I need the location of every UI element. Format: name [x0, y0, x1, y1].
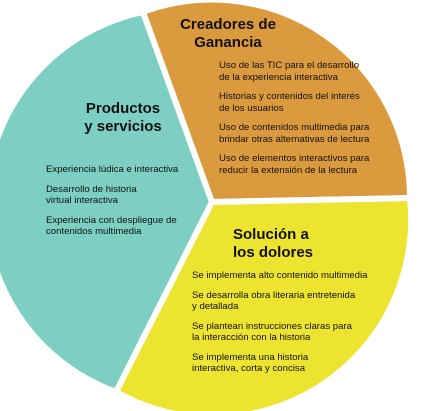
solucion-list: Se implementa alto contenido multimedia … — [192, 270, 392, 383]
productos-item-text: Desarrollo de historia virtual interacti… — [46, 183, 137, 207]
solucion-item-text: Se implementa alto contenido multimedia — [192, 270, 368, 281]
productos-list: Experiencia lúdica e interactiva Desarro… — [46, 164, 216, 246]
productos-item-text: Experiencia lúdica e interactiva — [46, 164, 179, 175]
segment-solucion — [112, 194, 415, 411]
productos-item-text: Experiencia con despliegue de contenidos… — [46, 214, 177, 238]
creadores-title: Creadores de Ganancia — [168, 16, 288, 52]
creadores-item-text: Historias y contenidos del interés de lo… — [219, 91, 360, 114]
solucion-title-line-2: los dolores — [233, 244, 314, 261]
solucion-item-text: Se plantean instrucciones claras para la… — [192, 320, 352, 344]
segment-creadores — [139, 0, 414, 206]
solucion-item: Se plantean instrucciones claras para la… — [192, 321, 392, 344]
creadores-item: Uso de las TIC para el desarrollo de la … — [219, 60, 399, 83]
solucion-item: Se implementa una historia interactiva, … — [192, 352, 392, 375]
productos-item: Experiencia con despliegue de contenidos… — [46, 215, 216, 238]
solucion-item-text: Se implementa una historia interactiva, … — [192, 351, 309, 375]
creadores-item: Uso de contenidos multimedia para brinda… — [219, 122, 399, 145]
solucion-item: Se desarrolla obra literaria entretenida… — [192, 290, 392, 313]
solucion-title-line-1: Solución a — [233, 226, 309, 243]
productos-item: Experiencia lúdica e interactiva — [46, 164, 216, 176]
creadores-title-line-2: Ganancia — [194, 34, 262, 51]
productos-title: Productos y servicios — [68, 100, 178, 136]
segment-productos — [0, 8, 216, 396]
creadores-list: Uso de las TIC para el desarrollo de la … — [219, 60, 399, 184]
creadores-item-text: Uso de elementos interactivos para reduc… — [219, 153, 370, 176]
creadores-item-text: Uso de las TIC para el desarrollo de la … — [219, 60, 360, 83]
creadores-item: Historias y contenidos del interés de lo… — [219, 91, 399, 114]
productos-title-line-1: Productos — [85, 100, 161, 117]
creadores-title-line-1: Creadores de — [180, 16, 276, 33]
solucion-item-text: Se desarrolla obra literaria entretenida… — [192, 289, 356, 313]
productos-title-line-2: y servicios — [84, 118, 162, 135]
creadores-item: Uso de elementos interactivos para reduc… — [219, 153, 399, 176]
creadores-item-text: Uso de contenidos multimedia para brinda… — [219, 122, 370, 145]
solucion-title: Solución a los dolores — [233, 226, 353, 262]
productos-item: Desarrollo de historia virtual interacti… — [46, 184, 216, 207]
solucion-item: Se implementa alto contenido multimedia — [192, 270, 392, 282]
